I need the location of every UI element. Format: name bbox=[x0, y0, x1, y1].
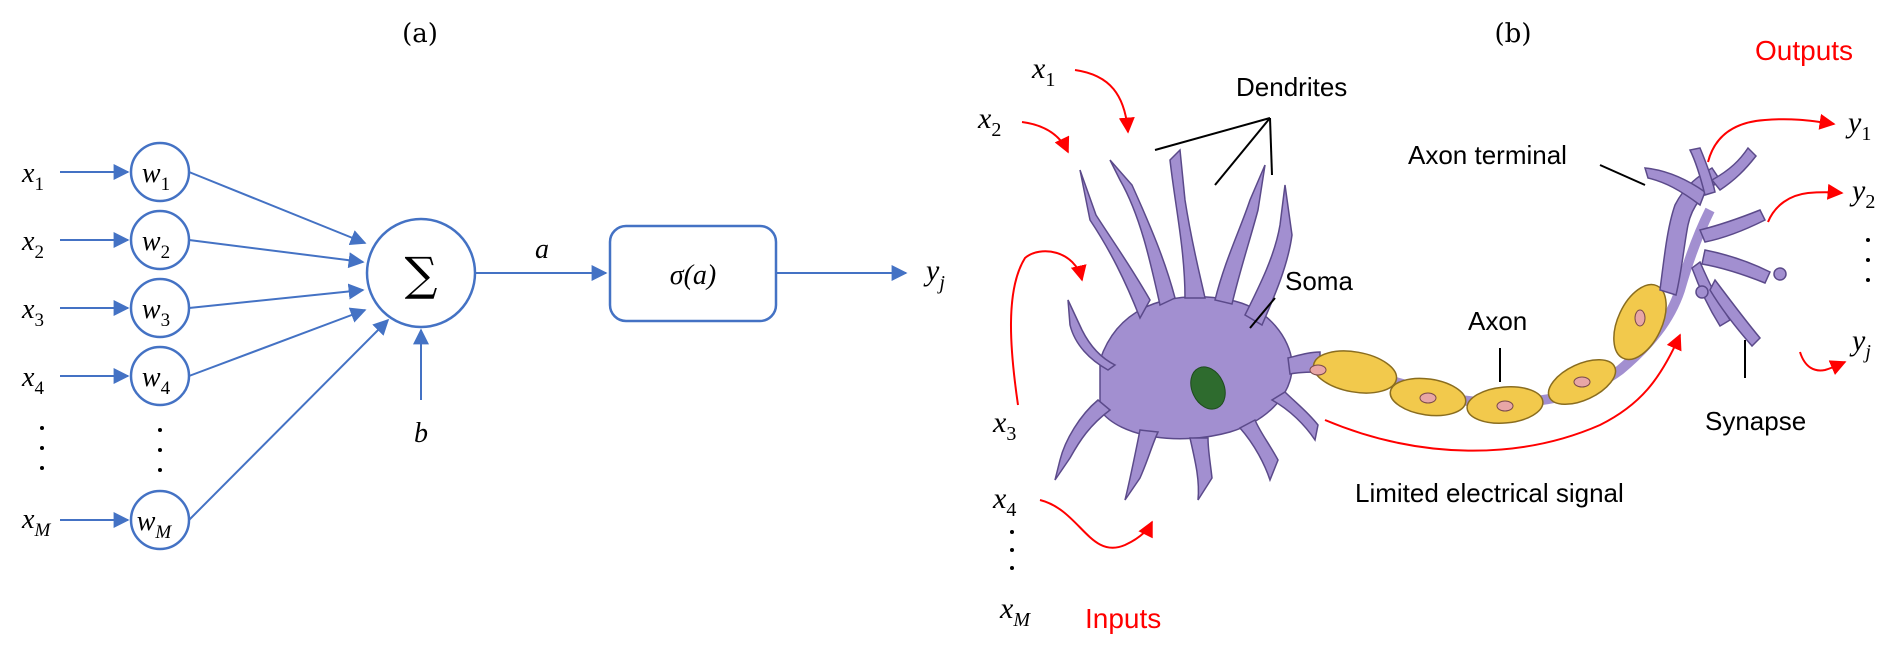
label-inputs: Inputs bbox=[1085, 603, 1161, 634]
weight-w2: w2 bbox=[142, 226, 170, 263]
input-arrow-x2 bbox=[1021, 121, 1070, 154]
label-axon: Axon bbox=[1468, 306, 1527, 336]
output-arrow-y2 bbox=[1767, 183, 1844, 223]
panel-a-inputs: x1 x2 x3 x4 xM bbox=[21, 158, 51, 541]
label-pointers bbox=[1154, 117, 1746, 382]
neuron-input-x3: x3 bbox=[992, 406, 1016, 445]
neuron-input-x1: x1 bbox=[1031, 52, 1055, 91]
weight-w4: w4 bbox=[142, 362, 171, 399]
input-xM: xM bbox=[21, 504, 51, 541]
input-x3: x3 bbox=[21, 294, 44, 331]
input-arrow-x1 bbox=[1074, 69, 1135, 134]
neuron-input-x4: x4 bbox=[992, 482, 1016, 521]
weight-w3: w3 bbox=[142, 294, 170, 331]
input-arrow-x3 bbox=[1010, 250, 1087, 406]
signal-arrow bbox=[1324, 333, 1682, 452]
weight-ellipsis bbox=[158, 428, 162, 472]
neuron-input-x2: x2 bbox=[977, 102, 1001, 141]
input-arrows bbox=[60, 164, 130, 528]
sum-symbol: ∑ bbox=[405, 247, 438, 301]
neuron-input-xM: xM bbox=[999, 592, 1031, 631]
neuron-output-yj: yj bbox=[1849, 324, 1871, 363]
label-outputs: Outputs bbox=[1755, 35, 1853, 66]
weight-nodes bbox=[129, 141, 191, 551]
weight-w1: w1 bbox=[142, 158, 170, 195]
label-soma: Soma bbox=[1285, 266, 1353, 296]
neuron-output-ellipsis bbox=[1866, 238, 1870, 282]
neuron-input-ellipsis bbox=[1010, 530, 1014, 570]
activation-label: a bbox=[535, 234, 549, 265]
bias-label: b bbox=[414, 418, 428, 449]
input-x4: x4 bbox=[21, 362, 44, 399]
output-yj: yj bbox=[923, 254, 945, 294]
weight-wM: wM bbox=[137, 506, 173, 543]
input-arrow-x4 bbox=[1039, 499, 1153, 549]
panel-b: (b) bbox=[977, 19, 1875, 634]
panel-b-label: (b) bbox=[1495, 19, 1532, 49]
output-arrow-y1 bbox=[1707, 113, 1836, 163]
panel-a: (a) x1 x2 x3 x4 xM bbox=[21, 19, 945, 551]
input-x2: x2 bbox=[21, 226, 44, 263]
panel-a-label: (a) bbox=[402, 19, 438, 49]
input-x1: x1 bbox=[21, 158, 44, 195]
input-ellipsis bbox=[40, 426, 44, 470]
output-arrow-yj bbox=[1799, 351, 1847, 376]
label-dendrites: Dendrites bbox=[1236, 72, 1347, 102]
neuron-output-y1: y1 bbox=[1845, 106, 1871, 145]
neuron-body bbox=[1054, 148, 1321, 501]
neuron-output-y2: y2 bbox=[1849, 174, 1875, 213]
weight-to-sum-arrows bbox=[188, 171, 390, 521]
activation-function: σ(a) bbox=[670, 260, 716, 291]
label-synapse: Synapse bbox=[1705, 406, 1806, 436]
label-axon-terminal: Axon terminal bbox=[1408, 140, 1567, 170]
nucleus bbox=[1190, 366, 1226, 410]
label-signal: Limited electrical signal bbox=[1355, 478, 1624, 508]
signal-arrows bbox=[1010, 69, 1847, 549]
axon-terminal bbox=[1643, 146, 1787, 348]
axon bbox=[1309, 207, 1715, 424]
